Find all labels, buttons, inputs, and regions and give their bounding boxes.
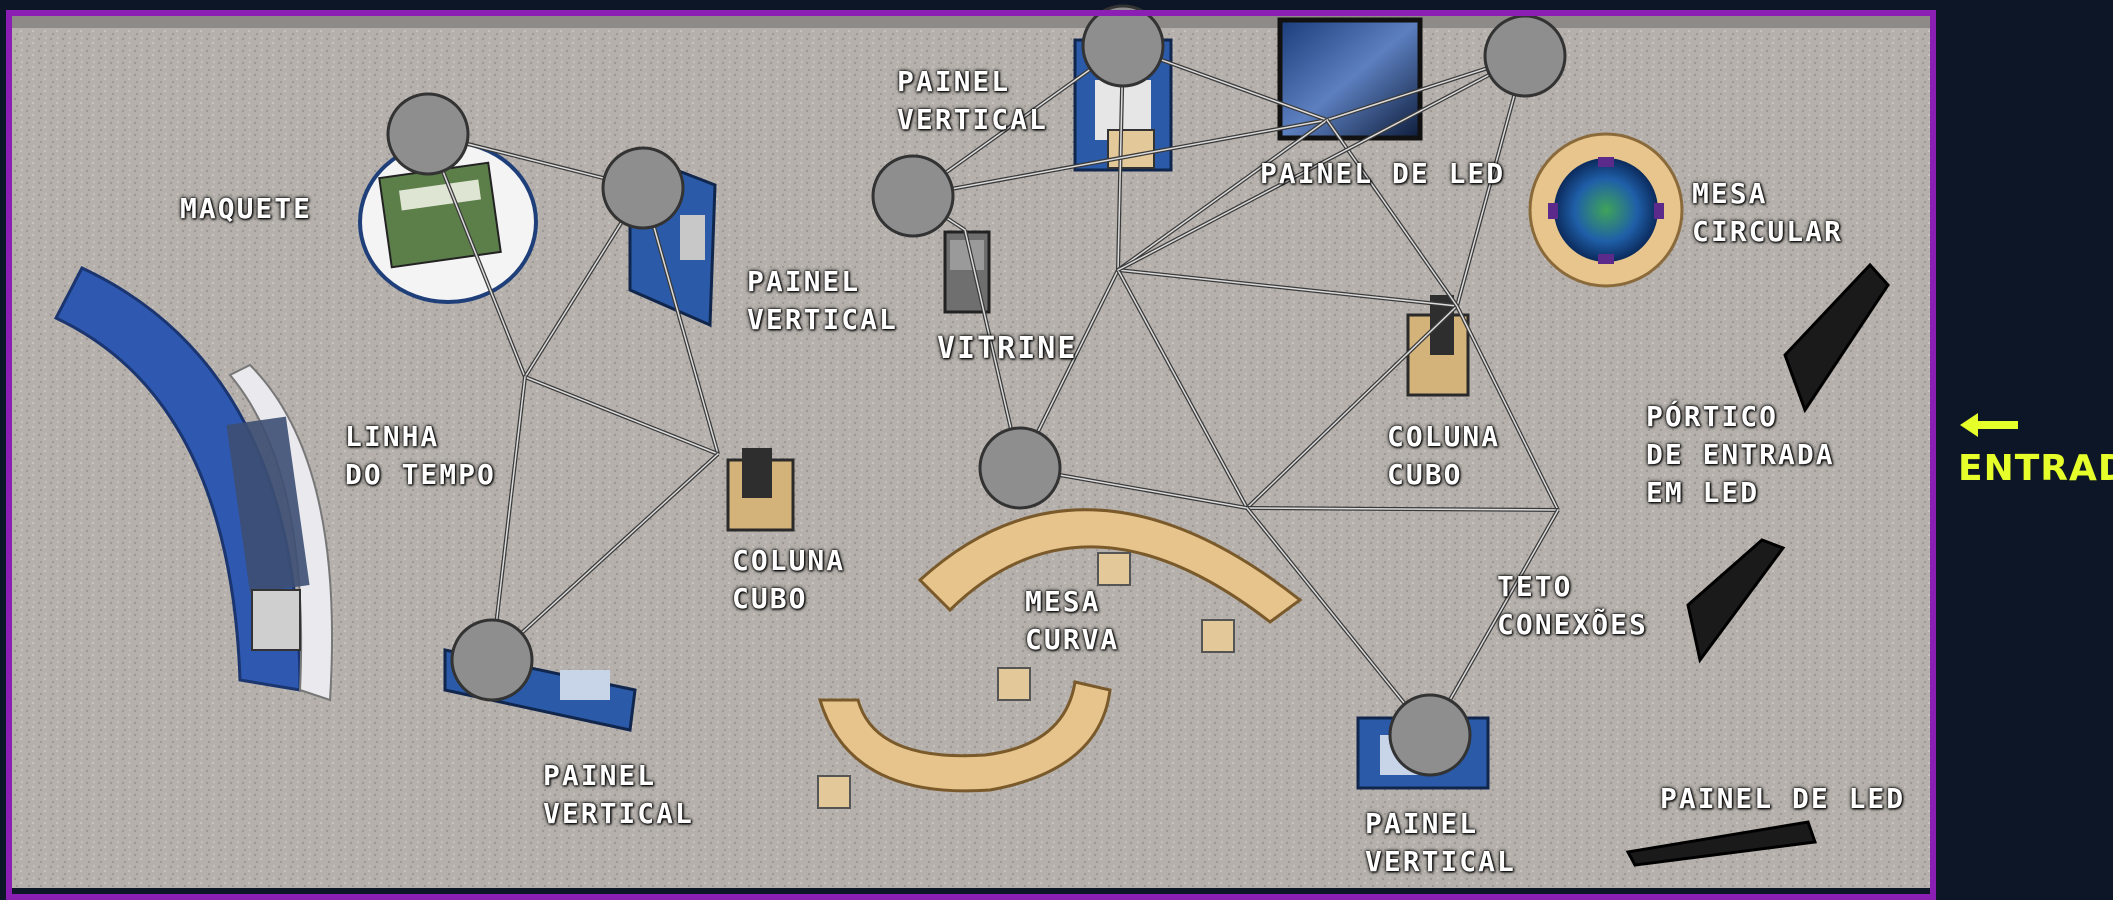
ceiling-node: [601, 146, 685, 230]
label-linha-do-tempo: LINHA DO TEMPO: [345, 420, 496, 491]
arrow-left-icon: [1960, 413, 2018, 437]
curved-table: [817, 508, 1303, 809]
truss-line: [1117, 269, 1458, 307]
label-teto-conexoes: TETO CONEXÕES: [1497, 570, 1648, 641]
truss-line: [427, 133, 526, 378]
label-painel-de-led-top: PAINEL DE LED: [1260, 157, 1506, 190]
led-panel-top: [1277, 17, 1423, 141]
truss-line: [524, 376, 719, 455]
truss-line: [1326, 119, 1458, 307]
ceiling-node: [450, 618, 534, 702]
truss-line: [1429, 509, 1559, 736]
truss-line: [1246, 507, 1431, 736]
entrance-label: ENTRADA: [1958, 448, 2113, 489]
label-painel-vertical-1: PAINEL VERTICAL: [747, 265, 898, 336]
truss-line: [1246, 507, 1559, 511]
truss-line: [1456, 55, 1526, 307]
truss-line: [1456, 305, 1559, 511]
label-painel-vertical-2: PAINEL VERTICAL: [897, 65, 1048, 136]
led-panel-bottom: [1625, 820, 1818, 867]
ceiling-node: [1483, 14, 1567, 98]
truss-line: [1246, 305, 1458, 509]
truss-line: [491, 453, 719, 661]
ceiling-node: [1081, 4, 1165, 88]
round-table: [1528, 132, 1684, 288]
truss-line: [912, 119, 1328, 197]
truss-line: [491, 376, 526, 661]
label-coluna-cubo-2: COLUNA CUBO: [1387, 420, 1501, 491]
label-painel-de-led-bottom: PAINEL DE LED: [1660, 782, 1906, 815]
label-coluna-cubo-1: COLUNA CUBO: [732, 544, 846, 615]
top-wall: [8, 12, 1934, 28]
label-maquete: MAQUETE: [180, 192, 313, 225]
ceiling-node: [386, 92, 470, 176]
ceiling-node: [1388, 693, 1472, 777]
truss-line: [1117, 55, 1526, 271]
cube-column-1: [726, 448, 795, 532]
label-painel-vertical-4: PAINEL VERTICAL: [1365, 807, 1516, 878]
label-mesa-circular: MESA CIRCULAR: [1692, 177, 1843, 248]
truss-line: [912, 45, 1124, 197]
ceiling-node: [871, 154, 955, 238]
truss-line: [1117, 269, 1248, 509]
label-vitrine: VITRINE: [937, 331, 1078, 366]
maquete-model: [358, 140, 538, 304]
entrance-gate: [1686, 262, 1890, 664]
label-mesa-curva: MESA CURVA: [1025, 585, 1120, 656]
timeline-wall: [53, 266, 334, 702]
truss-line: [642, 187, 719, 455]
ceiling-nodes: [386, 4, 1567, 777]
ceiling-node: [978, 426, 1062, 510]
truss-line: [1117, 119, 1328, 271]
label-portico: PÓRTICO DE ENTRADA EM LED: [1646, 400, 1835, 509]
label-painel-vertical-3: PAINEL VERTICAL: [543, 759, 694, 830]
